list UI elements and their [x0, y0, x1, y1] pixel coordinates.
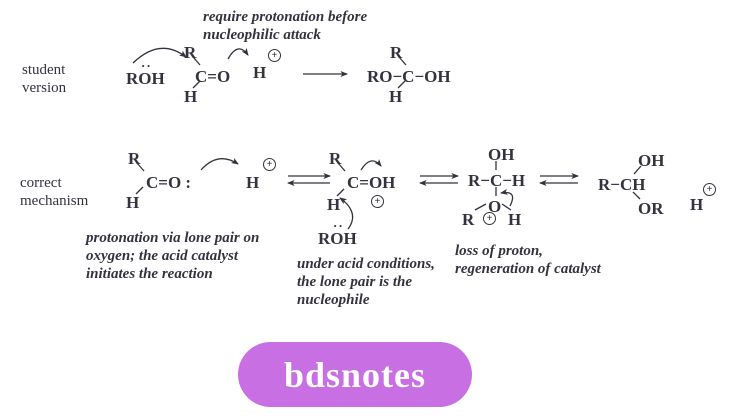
cm4-core: R−CH [598, 175, 646, 194]
cm2-core: C=OH [347, 173, 396, 192]
note-acid-conditions: under acid conditions, the lone pair is t… [297, 255, 435, 309]
substituent-r: R [184, 43, 197, 62]
curved-arrow-pi-to-oxygen [360, 159, 382, 171]
note2-line3: nucleophile [297, 292, 370, 308]
alcohol-roh: ROH [126, 69, 165, 88]
note2-line2: the lone pair is the [297, 274, 413, 290]
plus-charge-icon: + [263, 158, 276, 171]
bdsnotes-badge[interactable]: bdsnotes [238, 342, 472, 407]
bdsnotes-badge-label: bdsnotes [283, 354, 427, 395]
curved-arrow-oh-bond-to-oxygen [500, 188, 514, 207]
cm1-h: H [126, 193, 140, 212]
student-label-line1: student [22, 62, 66, 78]
cm3-r: R [462, 210, 475, 229]
substituent-h: H [184, 87, 198, 106]
note3-line1: loss of proton, [455, 243, 543, 259]
product-h: H [389, 87, 403, 106]
lone-pair-dots: ·· [141, 58, 152, 73]
note1-line2: oxygen; the acid catalyst [86, 248, 239, 264]
product-formula: RO−C−OH [367, 67, 451, 86]
cm4-oh: OH [638, 151, 665, 170]
cm1-proton: H [246, 173, 260, 192]
note3-line2: regeneration of catalyst [455, 261, 601, 277]
carbonyl-group: C=O [195, 67, 231, 86]
note1-line3: initiates the reaction [86, 266, 213, 282]
note1-line1: protonation via lone pair on [86, 230, 260, 246]
plus-sign: + [706, 183, 713, 195]
student-version-label: student version [22, 61, 66, 97]
lone-pair-dots: ·· [333, 218, 344, 233]
cm3-oh: OH [488, 145, 515, 164]
cm3-h: H [508, 210, 522, 229]
correct-mechanism-label: correct mechanism [20, 174, 88, 210]
top-annotation: require protonation before nucleophilic a… [203, 8, 367, 44]
top-annotation-line2: nucleophilic attack [203, 27, 321, 43]
cm2-r: R [329, 149, 342, 168]
plus-charge-icon: + [703, 183, 716, 196]
correct-label-line2: mechanism [20, 193, 89, 209]
cm3-o: O [488, 197, 502, 216]
note2-line1: under acid conditions, [297, 256, 435, 272]
cm4-or: OR [638, 199, 664, 218]
correct-label-line1: correct [20, 175, 62, 191]
product-r: R [390, 43, 403, 62]
plus-sign: + [271, 49, 278, 61]
cm1-r: R [128, 149, 141, 168]
top-annotation-line1: require protonation before [203, 9, 368, 25]
plus-sign: + [486, 212, 493, 224]
curved-arrow-oxygen-to-proton [227, 47, 249, 60]
cm3-core: R−C−H [468, 171, 526, 190]
plus-sign: + [266, 158, 273, 170]
bond-r-o [474, 203, 487, 211]
student-label-line2: version [22, 80, 67, 96]
cm2-roh: ROH [318, 229, 357, 248]
note-protonation: protonation via lone pair on oxygen; the … [86, 229, 259, 283]
cm4-proton: H [690, 195, 704, 214]
note-loss-of-proton: loss of proton, regeneration of catalyst [455, 242, 601, 278]
cm2-h: H [327, 195, 341, 214]
plus-sign: + [374, 195, 381, 207]
plus-charge-icon: + [483, 212, 496, 225]
proton-h: H [253, 63, 267, 82]
cm1-core: C=O : [146, 173, 192, 192]
plus-charge-icon: + [371, 195, 384, 208]
plus-charge-icon: + [268, 49, 281, 62]
curved-arrow-lonepair-to-proton [200, 157, 239, 171]
